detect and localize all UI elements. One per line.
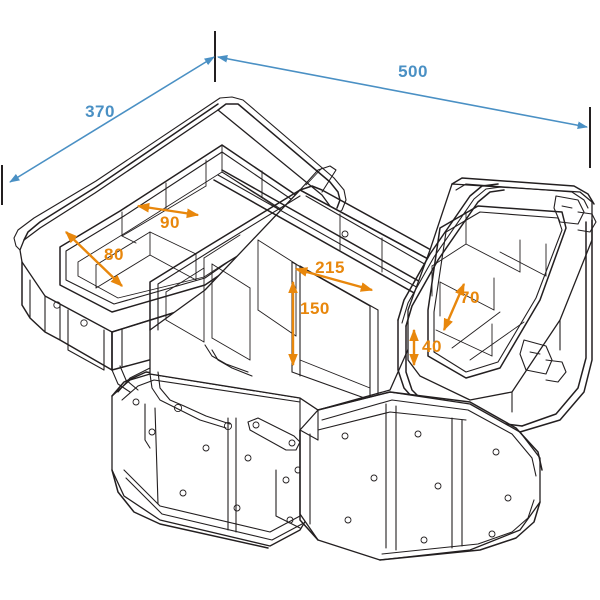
dimension-label-70: 70 [460,288,480,307]
dimension-80: 80 [65,231,124,287]
dimension-label-40: 40 [422,337,442,356]
dimension-label-150: 150 [300,299,330,318]
case-illustration [13,96,597,561]
lid-stay-linkage [111,344,319,529]
dimension-arrow-370 [9,56,215,183]
dimension-label-500: 500 [398,62,428,81]
right-lid-tray [397,177,597,433]
dimension-arrow-70 [442,282,466,332]
dimension-90: 90 [136,202,200,232]
dimension-label-215: 215 [315,258,345,277]
dimension-370: 370 [1,31,216,205]
dimension-500: 500 [216,54,591,168]
dimension-arrow-215 [294,267,374,292]
dimension-40: 40 [409,328,442,367]
dimension-arrow-90 [136,202,200,219]
dimension-215: 215 [294,258,374,292]
dimension-70: 70 [442,282,480,332]
dimension-150: 150 [288,280,330,367]
dimension-label-90: 90 [160,213,180,232]
right-case-body [299,391,543,561]
dimension-arrow-80 [65,231,123,287]
dimension-label-370: 370 [85,102,115,121]
dimension-arrow-500 [216,54,589,130]
dimension-label-80: 80 [104,245,124,264]
